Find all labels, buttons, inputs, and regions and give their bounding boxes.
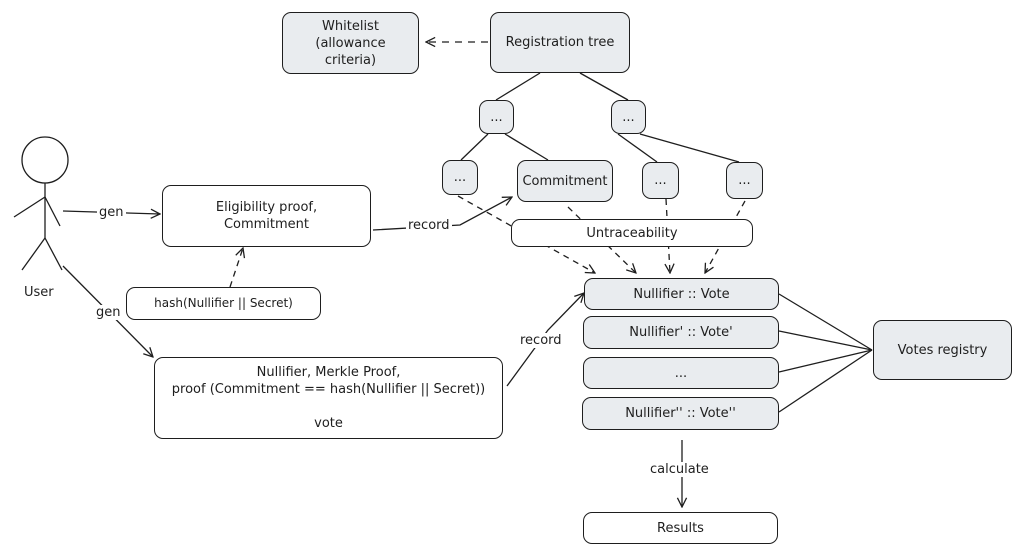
leaf-node-1: ... xyxy=(442,160,478,195)
registration-tree-box: Registration tree xyxy=(490,12,630,73)
tree-edge xyxy=(495,72,541,101)
edge-label-gen-top: gen xyxy=(97,205,126,220)
tree-edge xyxy=(504,133,549,161)
nullifier-vote-3: Nullifier'' :: Vote'' xyxy=(582,397,779,430)
edge-label-record-bottom: record xyxy=(518,333,564,348)
tree-edge xyxy=(617,133,658,163)
edge-label-record-top: record xyxy=(406,218,452,233)
tree-node-right: ... xyxy=(611,100,646,134)
results-box: Results xyxy=(583,512,778,544)
tree-edge xyxy=(460,133,489,161)
registry-edge xyxy=(778,349,873,413)
nullifier-vote-dots: ... xyxy=(583,357,779,389)
arrow-record-commitment xyxy=(372,197,512,231)
nullifier-vote-2: Nullifier' :: Vote' xyxy=(583,316,779,349)
hash-box: hash(Nullifier || Secret) xyxy=(126,287,321,320)
tree-edge xyxy=(639,133,740,163)
user-label: User xyxy=(24,285,54,300)
arrow-hash-to-eligibility xyxy=(229,248,243,288)
user-figure xyxy=(13,136,69,271)
edge-label-calculate: calculate xyxy=(648,462,711,477)
votes-registry-box: Votes registry xyxy=(873,320,1012,380)
edge-label-gen-bottom: gen xyxy=(94,305,123,320)
registry-edge xyxy=(778,293,873,351)
nullifier-vote-1: Nullifier :: Vote xyxy=(584,278,779,310)
untraceability-box: Untraceability xyxy=(511,219,753,247)
registry-edge xyxy=(778,330,873,351)
leaf-node-3: ... xyxy=(642,162,679,199)
tree-node-left: ... xyxy=(479,100,514,134)
arrow-record-nullifier xyxy=(506,293,584,387)
registry-edge xyxy=(778,349,873,373)
commitment-box: Commitment xyxy=(517,160,613,202)
whitelist-box: Whitelist (allowance criteria) xyxy=(282,12,419,74)
tree-edge xyxy=(579,72,629,101)
eligibility-box: Eligibility proof, Commitment xyxy=(162,185,371,247)
leaf-node-4: ... xyxy=(726,162,763,199)
vote-proof-box: Nullifier, Merkle Proof, proof (Commitme… xyxy=(154,357,503,439)
arrow-untrace xyxy=(705,200,746,273)
